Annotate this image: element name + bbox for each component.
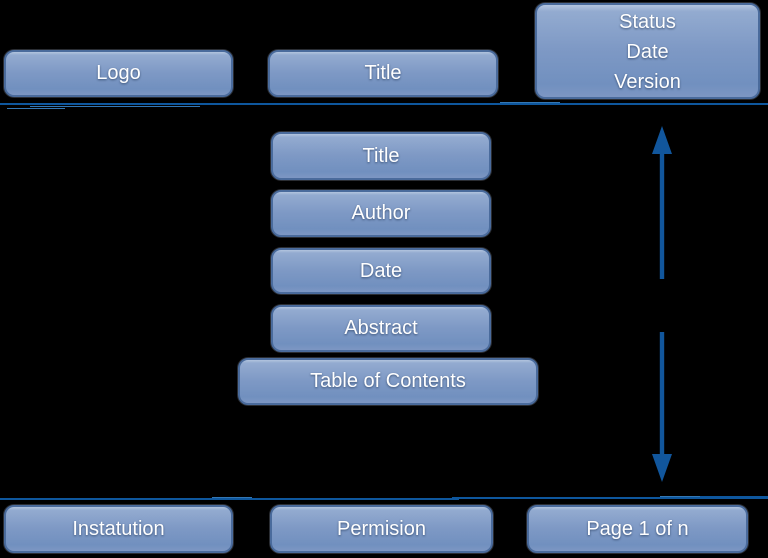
header-rule-segment [7, 108, 65, 110]
arrow-lower-shaft [659, 332, 665, 460]
vertical-double-arrow-icon [652, 126, 672, 482]
logo-label: Logo [96, 62, 141, 84]
date-box: Date [271, 248, 491, 294]
author-label: Author [351, 202, 411, 224]
page-number-box: Page 1 of n [527, 505, 748, 553]
date-line: Date [626, 40, 669, 63]
footer-rule-segment [0, 498, 232, 501]
abstract-box: Abstract [271, 305, 491, 352]
institution-box: Instatution [4, 505, 233, 553]
header-title-box: Title [268, 50, 498, 97]
arrow-upper-shaft [659, 151, 665, 279]
footer-rule-segment [660, 495, 700, 497]
down-arrowhead-icon [652, 454, 672, 482]
page-number-label: Page 1 of n [586, 517, 689, 540]
header-rule-segment [30, 105, 200, 107]
footer-rule-segment [212, 497, 252, 499]
up-arrowhead-icon [652, 126, 672, 154]
front-matter-title-box: Title [271, 132, 491, 180]
status-date-version-box: Status Date Version [535, 3, 760, 99]
footer-rule-segment [684, 496, 768, 499]
author-box: Author [271, 190, 491, 237]
institution-label: Instatution [72, 517, 165, 540]
logo-box: Logo [4, 50, 233, 97]
status-line: Status [619, 10, 676, 33]
abstract-label: Abstract [344, 317, 418, 339]
table-of-contents-box: Table of Contents [238, 358, 538, 405]
table-of-contents-label: Table of Contents [310, 370, 466, 392]
permission-label: Permision [337, 517, 426, 540]
front-matter-title-label: Title [362, 144, 400, 167]
footer-rule-segment [224, 497, 459, 500]
header-rule-segment [0, 103, 768, 106]
version-line: Version [614, 70, 681, 93]
permission-box: Permision [270, 505, 493, 553]
header-rule-segment [500, 102, 560, 104]
footer-rule-segment [452, 497, 690, 500]
header-title-label: Title [364, 62, 402, 84]
date-label: Date [359, 259, 403, 282]
